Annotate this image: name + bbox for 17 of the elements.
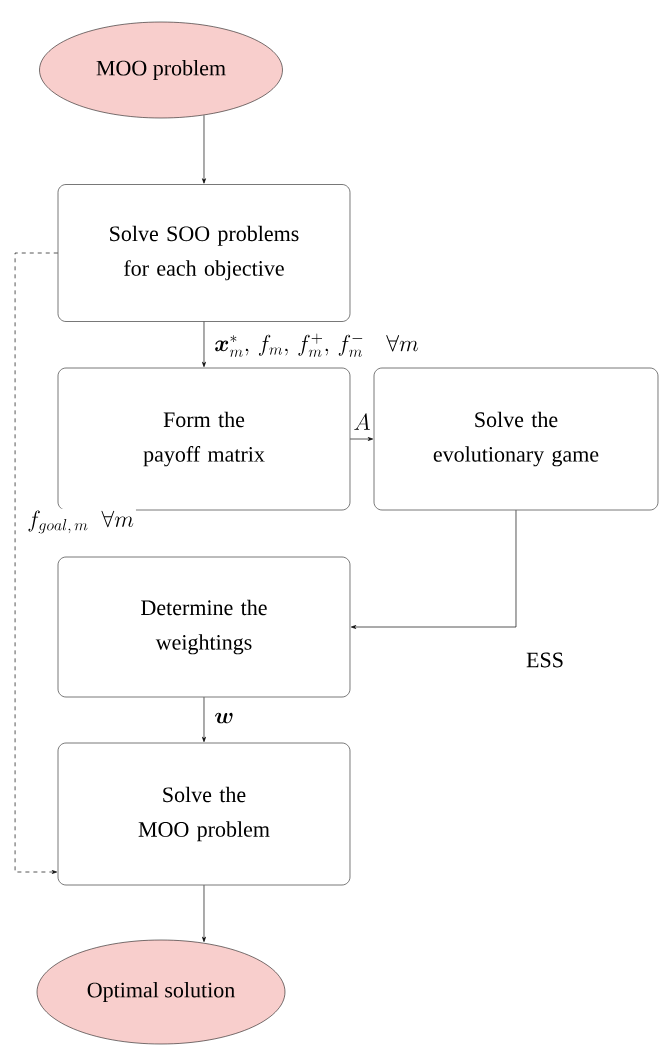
process-box: Solve SOO problems for each objective <box>57 184 351 322</box>
process-box: Solve the evolutionary game <box>373 367 659 511</box>
arrow <box>202 321 206 368</box>
edge-label: $\boldsymbol{x}^{*}_{m},\, f_{m},\, f^{+}_{m},\, f^{-}_{m} \quad \forall m$ <box>212 331 421 359</box>
edge-label: $\mathrm{ESS}$ <box>524 650 566 670</box>
edge-label: $A$ <box>351 412 373 432</box>
arrow <box>350 509 517 629</box>
arrow <box>202 696 206 743</box>
arrow <box>14 252 59 874</box>
process-box: Form the payoff matrix <box>57 367 351 511</box>
edge-label: $\boldsymbol{w}$ <box>212 710 237 726</box>
arrow <box>202 884 206 942</box>
arrow <box>349 437 374 441</box>
edge-label: $f_{goal,\, m} \;\; \forall m$ <box>25 508 136 536</box>
process-box: Determine the weightings <box>57 556 351 698</box>
arrow <box>202 115 206 184</box>
process-box: Solve the MOO problem <box>57 742 351 886</box>
